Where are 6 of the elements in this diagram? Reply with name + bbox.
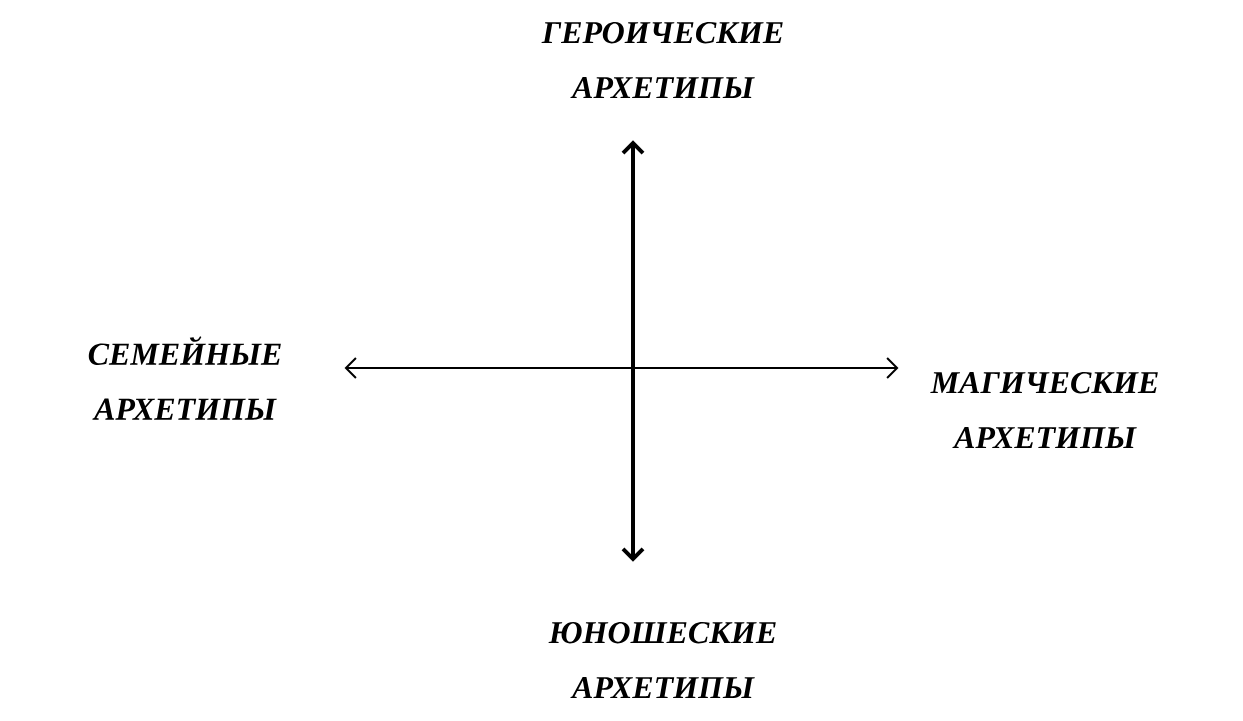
axis-label: ЮНОШЕСКИЕ АРХЕТИПЫ [548,621,776,699]
axis-label: СЕМЕЙНЫЕ АРХЕТИПЫ [88,336,281,420]
double-arrow [344,357,899,379]
axis-label: ГЕРОИЧЕСКИЕ АРХЕТИПЫ [541,21,783,99]
double-arrow [621,140,645,562]
axis-label: МАГИЧЕСКИЕ АРХЕТИПЫ [930,371,1158,449]
